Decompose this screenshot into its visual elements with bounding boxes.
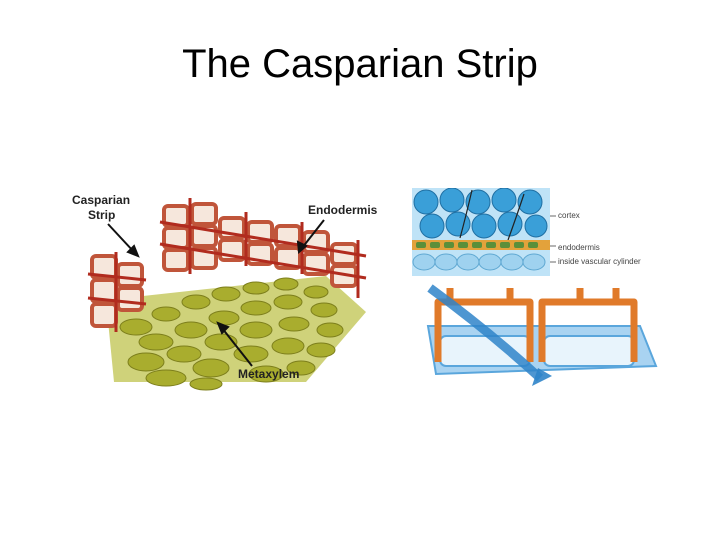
casparian-strip-bands: [87, 198, 367, 332]
label-inside-vascular-cylinder: inside vascular cylinder: [558, 257, 641, 266]
casparian-strip-3d-diagram: [426, 284, 658, 386]
label-pointer-arrows: [107, 219, 325, 367]
label-metaxylem: Metaxylem: [238, 367, 299, 381]
slide-title: The Casparian Strip: [182, 42, 538, 86]
casparian-strip-cross-section-diagram: Casparian Strip Endodermis Metaxylem: [72, 193, 378, 391]
endodermis-micrograph-diagram: cortex endodermis inside vascular cylind…: [412, 188, 641, 276]
metaxylem-floor: [106, 276, 366, 391]
endodermis-cell-wall-blocks: [90, 202, 358, 328]
label-casparian-strip-line2: Strip: [88, 208, 115, 222]
label-endodermis: Endodermis: [308, 203, 378, 217]
label-casparian-strip-line1: Casparian: [72, 193, 130, 207]
label-endodermis-small: endodermis: [558, 243, 600, 252]
water-flow-arrow: [427, 284, 552, 386]
vascular-cylinder-cells: [412, 253, 546, 271]
label-cortex: cortex: [558, 211, 580, 220]
